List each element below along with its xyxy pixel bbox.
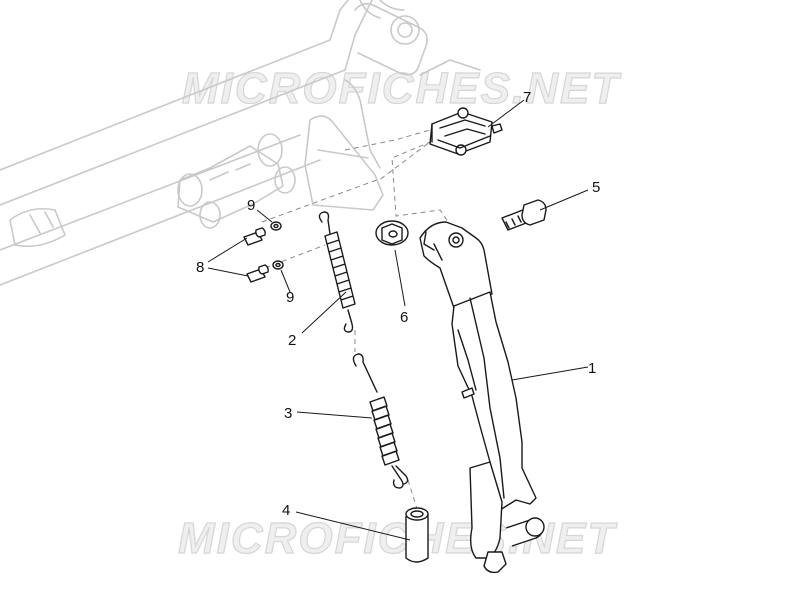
leader-lines bbox=[207, 99, 589, 541]
part-5-pivot-bolt bbox=[501, 199, 547, 231]
assembly-lines bbox=[261, 129, 456, 513]
part-8-screw-lower bbox=[246, 264, 269, 283]
part-9-washer-lower bbox=[272, 260, 284, 270]
frame-ghost bbox=[0, 0, 481, 286]
part-2-spring-upper bbox=[318, 211, 356, 333]
callout-9-lower: 9 bbox=[286, 289, 294, 306]
callout-8: 8 bbox=[196, 259, 204, 276]
callout-9-upper: 9 bbox=[247, 197, 255, 214]
part-7-bracket bbox=[429, 107, 503, 156]
part-6-flange-nut bbox=[375, 220, 409, 246]
part-9-washer-upper bbox=[270, 221, 282, 231]
callout-2: 2 bbox=[288, 332, 296, 349]
watermark-bottom: MICROFICHES.NET bbox=[178, 514, 617, 563]
part-3-spring-lower bbox=[352, 353, 409, 489]
callout-7: 7 bbox=[523, 89, 531, 106]
callout-1: 1 bbox=[588, 360, 596, 377]
callout-4: 4 bbox=[282, 502, 290, 519]
watermark-top: MICROFICHES.NET bbox=[182, 64, 621, 113]
callout-5: 5 bbox=[592, 179, 600, 196]
callouts: 1 2 3 4 5 6 7 8 9 9 bbox=[196, 89, 600, 519]
part-1-center-stand bbox=[419, 221, 545, 574]
callout-6: 6 bbox=[400, 309, 408, 326]
part-8-screw-upper bbox=[243, 227, 266, 246]
part-4-bushing bbox=[405, 507, 429, 563]
callout-3: 3 bbox=[284, 405, 292, 422]
